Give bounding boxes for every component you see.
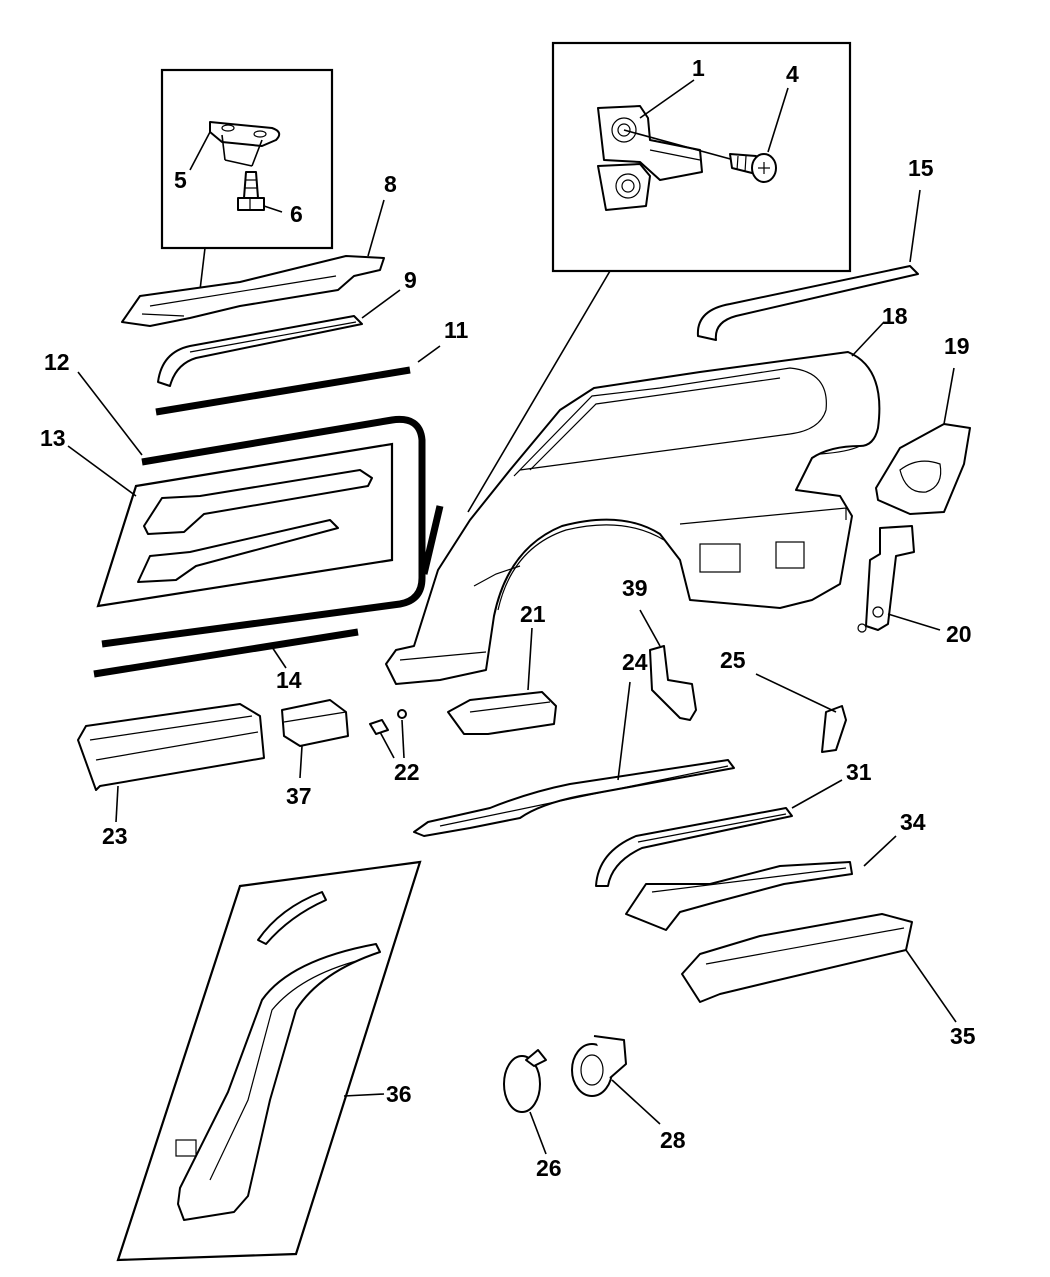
callout-14: 14 — [276, 667, 302, 693]
part-11-seal — [155, 345, 441, 416]
part-19 — [875, 367, 971, 515]
callout-20: 20 — [946, 621, 972, 647]
part-14-seal — [93, 628, 359, 678]
callout-11: 11 — [444, 317, 469, 343]
part-34 — [625, 835, 897, 931]
callout-5: 5 — [174, 167, 187, 193]
callout-39: 39 — [622, 575, 648, 601]
callout-24: 24 — [622, 649, 648, 675]
callout-37: 37 — [286, 783, 312, 809]
callout-9: 9 — [404, 267, 417, 293]
part-8 — [121, 199, 385, 327]
part-1-hinge — [597, 105, 703, 211]
part-36 — [116, 860, 422, 1262]
part-20-bracket — [857, 525, 941, 633]
part-37 — [281, 699, 349, 779]
part-18-quarter-panel — [385, 321, 885, 685]
callout-36: 36 — [386, 1081, 412, 1107]
callout-15: 15 — [908, 155, 934, 181]
part-9 — [157, 289, 401, 387]
callout-12: 12 — [44, 349, 70, 375]
part-6-bolt — [237, 171, 265, 211]
callout-25: 25 — [720, 647, 746, 673]
part-15 — [696, 189, 921, 341]
callout-21: 21 — [520, 601, 546, 627]
part-39 — [639, 609, 697, 721]
part-4-screw — [729, 153, 777, 183]
part-26-cap — [503, 1049, 547, 1155]
callout-23: 23 — [102, 823, 128, 849]
part-13 — [67, 442, 394, 608]
callout-26: 26 — [536, 1155, 562, 1181]
part-12-seal — [77, 371, 426, 648]
part-35 — [681, 913, 957, 1023]
callout-28: 28 — [660, 1127, 686, 1153]
part-seal-short — [420, 505, 444, 575]
part-28-ring — [571, 1035, 661, 1125]
part-31 — [595, 779, 843, 887]
callout-22: 22 — [394, 759, 420, 785]
part-21 — [447, 627, 557, 735]
part-23 — [77, 703, 265, 823]
part-5-clip — [209, 121, 281, 147]
callout-1: 1 — [692, 55, 705, 81]
detail-box-5-6 — [160, 68, 334, 291]
callout-34: 34 — [900, 809, 926, 835]
detail-box-1-4 — [467, 41, 852, 513]
callout-18: 18 — [882, 303, 908, 329]
part-25 — [755, 673, 847, 753]
callout-31: 31 — [846, 759, 872, 785]
callout-35: 35 — [950, 1023, 976, 1049]
callout-8: 8 — [384, 171, 397, 197]
callout-6: 6 — [290, 201, 303, 227]
part-24 — [413, 681, 735, 837]
callout-4: 4 — [786, 61, 799, 87]
callout-13: 13 — [40, 425, 66, 451]
part-22-clips — [369, 709, 407, 759]
callout-19: 19 — [944, 333, 970, 359]
